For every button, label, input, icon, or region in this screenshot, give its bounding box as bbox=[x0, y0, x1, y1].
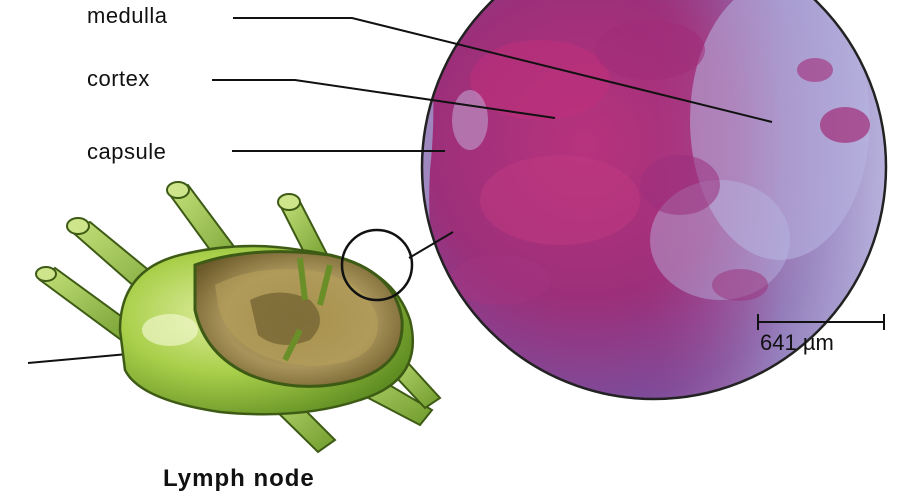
capsule-label: capsule bbox=[87, 139, 166, 165]
cortex-label: cortex bbox=[87, 66, 150, 92]
lymph-node-illustration bbox=[36, 182, 440, 452]
medulla-label: medulla bbox=[87, 3, 168, 29]
diagram-caption: Lymph node bbox=[163, 465, 315, 493]
scale-bar-label: 641 µm bbox=[760, 330, 834, 356]
